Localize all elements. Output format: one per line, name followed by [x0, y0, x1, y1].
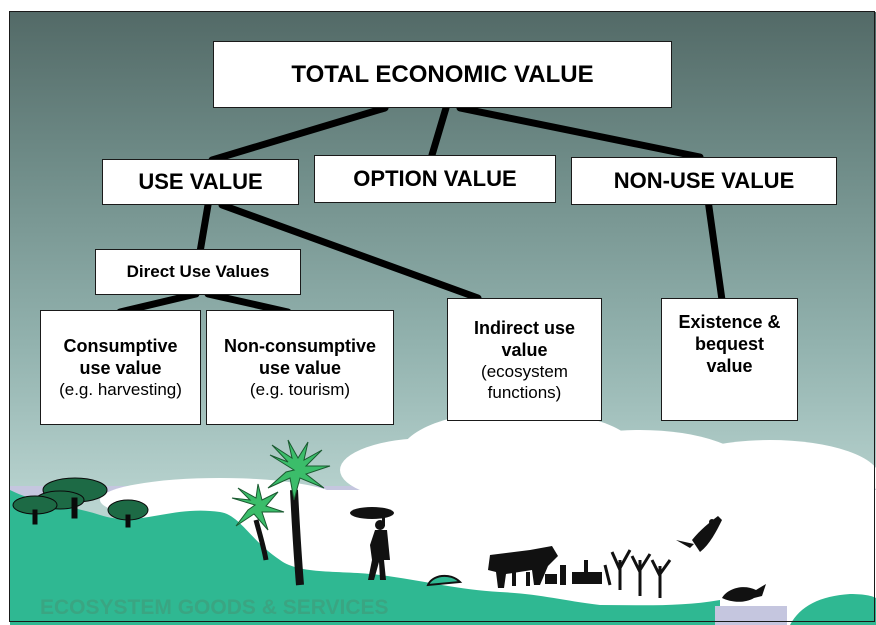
green-hills: [10, 490, 720, 625]
use-value-label: USE VALUE: [138, 169, 263, 194]
tree-icon: [12, 495, 58, 525]
option-value-box: OPTION VALUE: [314, 155, 556, 203]
rock-icon: [426, 574, 463, 587]
right-hill: [790, 594, 876, 625]
village-icon: [545, 560, 602, 585]
ecosystem-goods-services-caption: ECOSYSTEM GOODS & SERVICES: [40, 596, 389, 619]
non-consumptive-use-value-box: Non-consumptive use value (e.g. tourism): [206, 310, 394, 425]
bird-icon: [676, 516, 722, 552]
consumptive-use-value-box: Consumptive use value (e.g. harvesting): [40, 310, 201, 425]
connector-direct-nonconsumptive: [204, 290, 292, 316]
bare-trees-icon: [603, 549, 672, 598]
indirect-use-value-title: Indirect use value: [473, 317, 576, 360]
direct-use-values-label: Direct Use Values: [126, 262, 270, 281]
palm-tree-icon: [267, 439, 331, 586]
fish-icon: [722, 584, 766, 602]
option-value-label: OPTION VALUE: [353, 166, 517, 191]
non-use-value-label: NON-USE VALUE: [613, 168, 795, 193]
lavender-strip: [715, 606, 787, 625]
non-use-value-box: NON-USE VALUE: [571, 157, 837, 205]
total-economic-value-box: TOTAL ECONOMIC VALUE: [213, 41, 672, 108]
existence-bequest-value-box: Existence & bequest value: [661, 298, 798, 421]
connector-root-option: [428, 104, 450, 159]
connector-root-use: [208, 104, 389, 164]
connector-use-indirect: [218, 201, 482, 302]
existence-bequest-value-title: Existence & bequest value: [678, 312, 781, 376]
tree-icon: [107, 499, 149, 528]
non-consumptive-example: (e.g. tourism): [249, 380, 351, 399]
consumptive-example: (e.g. harvesting): [59, 380, 182, 399]
connector-root-nonuse: [456, 104, 704, 161]
person-silhouette-icon: [350, 507, 394, 580]
use-value-box: USE VALUE: [102, 159, 299, 205]
cattle-icon: [488, 546, 558, 588]
direct-use-values-box: Direct Use Values: [95, 249, 301, 295]
connector-use-direct: [196, 201, 212, 256]
non-consumptive-use-value-title: Non-consumptive use value: [223, 336, 376, 378]
indirect-use-value-box: Indirect use value (ecosystem functions): [447, 298, 602, 421]
total-economic-value-label: TOTAL ECONOMIC VALUE: [291, 60, 594, 88]
indirect-example: (ecosystem functions): [481, 361, 568, 402]
palm-tree-icon: [231, 483, 285, 561]
consumptive-use-value-title: Consumptive use value: [63, 336, 178, 378]
connector-direct-consumptive: [116, 290, 200, 316]
connector-nonuse-existence: [704, 196, 726, 304]
